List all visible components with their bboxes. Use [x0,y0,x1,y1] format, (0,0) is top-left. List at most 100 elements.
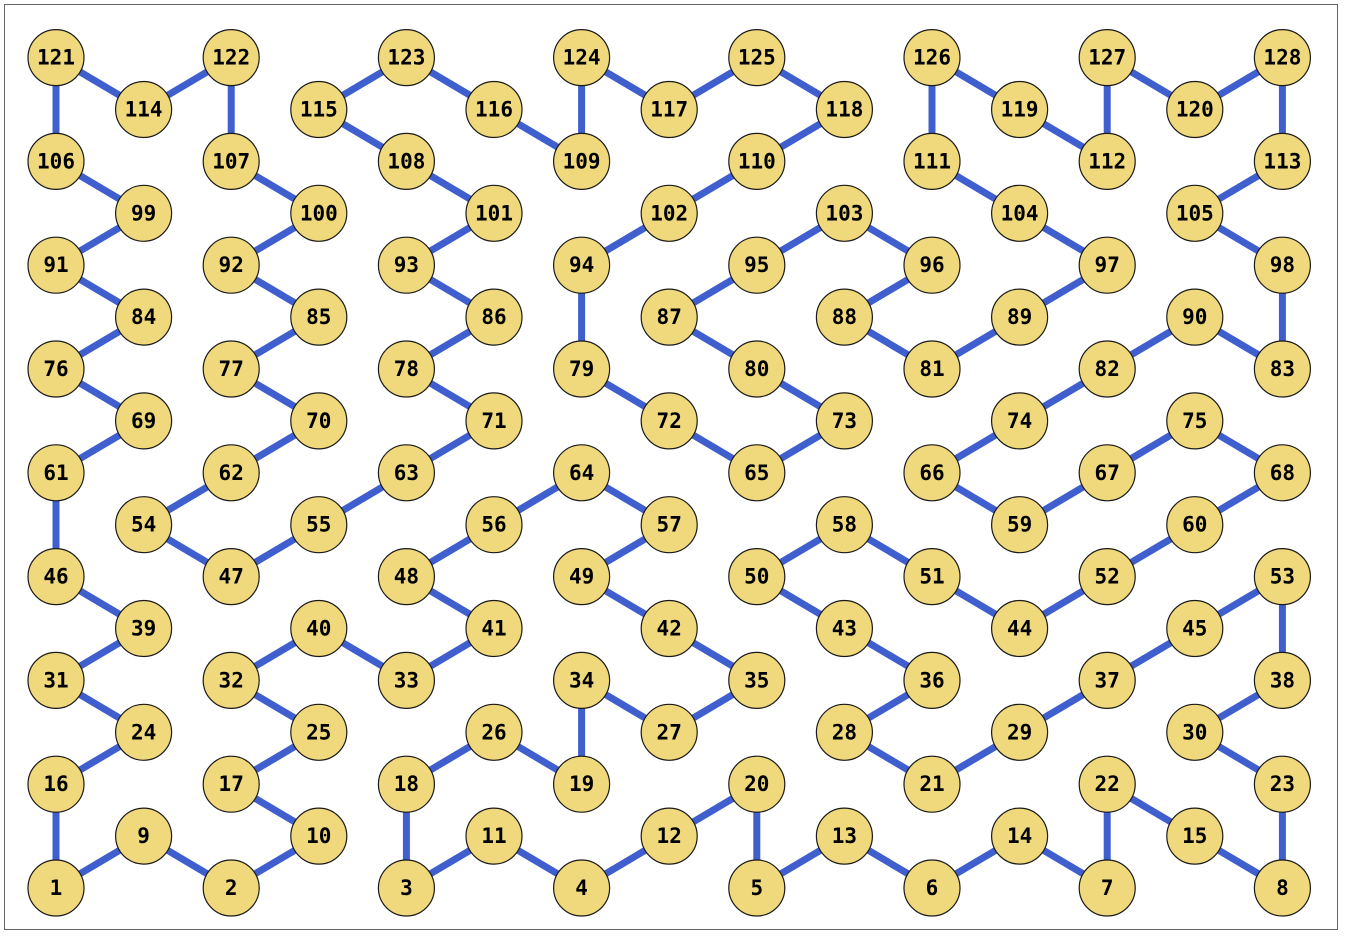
node-label: 16 [43,772,68,796]
node-127: 127 [1078,28,1136,87]
node-label: 96 [919,253,944,277]
node-label: 45 [1182,617,1207,641]
node-circle [1078,859,1136,917]
node-circle [377,28,435,87]
node-60: 60 [1166,496,1224,554]
node-50: 50 [728,547,786,606]
node-label: 44 [1007,617,1032,641]
node-118: 118 [815,80,874,139]
node-4: 4 [552,859,611,917]
node-circle [728,547,786,606]
node-circle [728,28,786,87]
node-label: 34 [569,668,594,692]
node-label: 21 [919,772,944,796]
node-25: 25 [290,703,348,761]
node-circle [115,392,173,450]
node-117: 117 [640,80,698,139]
node-circle [903,340,961,398]
node-circle [377,132,435,190]
node-label: 25 [306,720,331,744]
node-circle [27,755,85,813]
node-label: 57 [657,513,682,537]
node-circle [290,599,348,658]
node-5: 5 [728,859,786,917]
node-2: 2 [202,859,260,917]
node-label: 122 [212,46,250,70]
node-label: 40 [306,617,331,641]
node-label: 81 [919,357,944,381]
node-21: 21 [903,755,961,813]
node-126: 126 [903,28,961,87]
node-83: 83 [1253,340,1312,398]
node-circle [202,547,260,606]
node-circle [465,599,523,658]
node-label: 38 [1270,668,1295,692]
node-circle [1253,755,1312,813]
node-circle [728,859,786,917]
node-label: 105 [1176,201,1214,225]
node-label: 106 [37,149,75,173]
node-103: 103 [815,184,874,242]
node-label: 49 [569,565,594,589]
node-14: 14 [990,807,1049,865]
node-75: 75 [1166,392,1224,450]
node-circle [27,444,85,502]
node-90: 90 [1166,288,1224,346]
node-circle [1166,184,1224,242]
node-circle [815,80,874,139]
node-circle [815,288,874,346]
node-circle [115,288,173,346]
node-label: 24 [131,720,156,744]
node-label: 63 [394,461,419,485]
node-label: 91 [43,253,68,277]
node-label: 14 [1007,824,1032,848]
node-circle [1253,444,1312,502]
node-label: 75 [1182,409,1207,433]
node-label: 12 [657,824,682,848]
node-82: 82 [1078,340,1136,398]
node-label: 123 [387,46,425,70]
node-label: 69 [131,409,156,433]
node-label: 58 [832,513,857,537]
node-92: 92 [202,236,260,294]
node-circle [27,547,85,606]
node-label: 89 [1007,305,1032,329]
node-101: 101 [465,184,523,242]
node-80: 80 [728,340,786,398]
node-circle [640,599,698,658]
node-circle [990,807,1049,865]
node-label: 27 [657,720,682,744]
node-97: 97 [1078,236,1136,294]
node-circle [27,28,85,87]
node-63: 63 [377,444,435,502]
node-label: 111 [913,149,951,173]
node-label: 61 [43,461,68,485]
node-64: 64 [552,444,611,502]
node-label: 37 [1095,668,1120,692]
node-22: 22 [1078,755,1136,813]
node-circle [290,184,348,242]
node-76: 76 [27,340,85,398]
node-circle [290,80,348,139]
node-label: 20 [744,772,769,796]
node-label: 53 [1270,565,1295,589]
node-label: 126 [913,46,951,70]
node-circle [728,651,786,710]
node-circle [377,547,435,606]
node-label: 59 [1007,513,1032,537]
node-label: 90 [1182,305,1207,329]
node-115: 115 [290,80,348,139]
node-48: 48 [377,547,435,606]
node-circle [990,80,1049,139]
node-circle [115,599,173,658]
node-circle [1078,340,1136,398]
node-label: 48 [394,565,419,589]
node-46: 46 [27,547,85,606]
node-label: 66 [919,461,944,485]
node-label: 7 [1101,876,1114,900]
node-circle [465,807,523,865]
node-label: 70 [306,409,331,433]
node-120: 120 [1166,80,1224,139]
node-41: 41 [465,599,523,658]
